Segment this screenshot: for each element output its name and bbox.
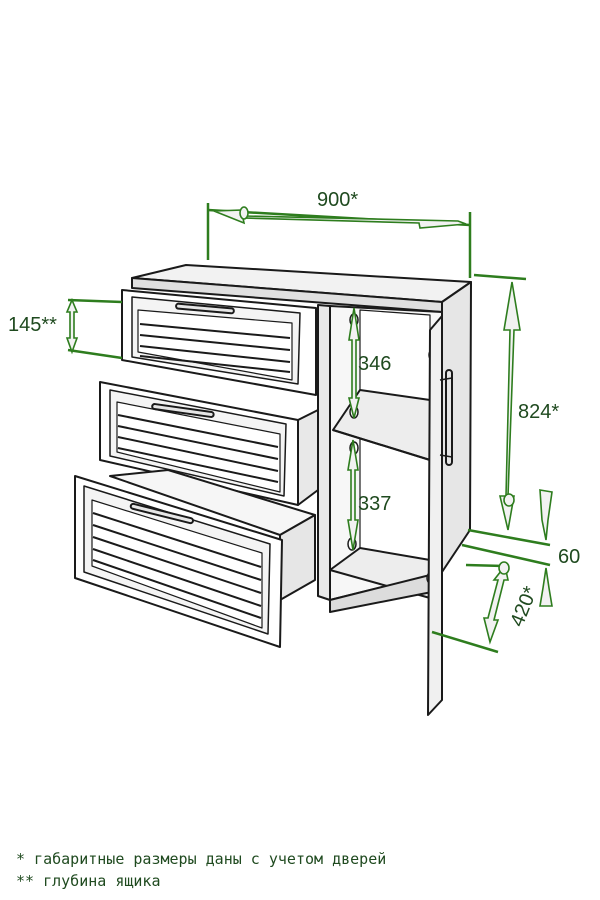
cabinet-body [131, 264, 472, 613]
depth-arrow [482, 564, 509, 645]
plinth-arrow-bottom [539, 567, 553, 607]
dimension-height-label: 824* [518, 401, 559, 423]
footnote-drawer-depth: ** глубина ящика [16, 872, 161, 890]
drawer-bottom-handle [129, 502, 195, 525]
drawer-depth-arrow [65, 297, 79, 355]
drawer-middle [99, 381, 319, 506]
shelf-lower-arrow [347, 439, 359, 551]
drawer-middle-handle [151, 403, 215, 418]
height-arrow [498, 281, 521, 531]
footnote-overall-dimensions: * габаритные размеры даны с учетом двере… [16, 850, 387, 868]
cabinet-door [427, 315, 453, 716]
door-handle [445, 369, 453, 466]
plinth-arrow-top [539, 489, 553, 541]
dimension-width-label: 900* [317, 189, 358, 211]
shelf-upper-arrow [347, 307, 361, 419]
dimension-upper-shelf-label: 346 [358, 353, 391, 375]
dimension-drawer-depth-label: 145** [8, 314, 57, 336]
dimension-arrows [65, 206, 553, 645]
drawer-top-handle [175, 302, 235, 315]
drawer-top [121, 289, 317, 396]
dimension-plinth-label: 60 [558, 546, 580, 568]
drawer-bottom [74, 469, 316, 648]
dimension-lower-shelf-label: 337 [358, 493, 391, 515]
dimension-depth-label: 420* [506, 583, 542, 630]
cabinet-divider [317, 304, 331, 601]
